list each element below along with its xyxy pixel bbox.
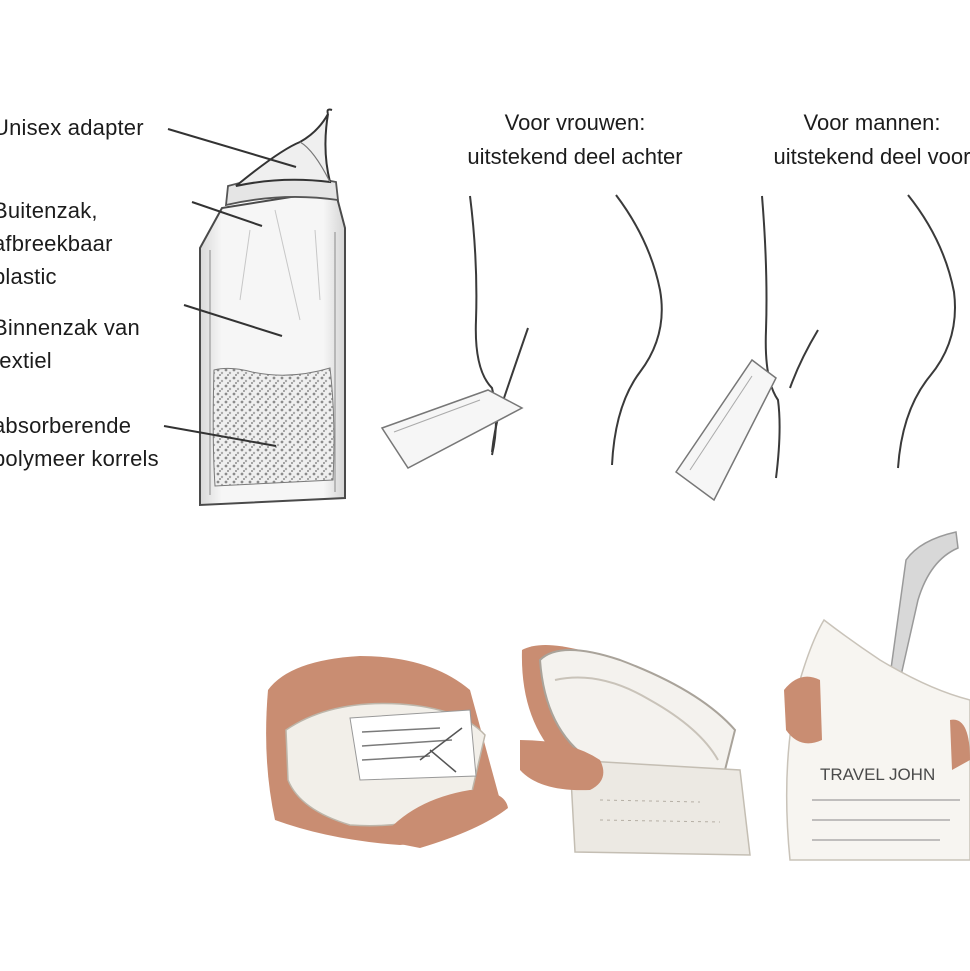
women-silhouette bbox=[380, 194, 663, 469]
bag-cross-section bbox=[199, 108, 346, 507]
label-granules: absorberende polymeer korrels bbox=[0, 413, 159, 471]
bag-print-text: TRAVEL JOHN bbox=[820, 765, 935, 784]
caption-women: Voor vrouwen: uitstekend deel achter bbox=[467, 110, 683, 169]
leader-lines bbox=[163, 128, 297, 447]
photo-hand-folded-bag bbox=[266, 656, 508, 848]
label-inner-bag: Binnenzak van textiel bbox=[0, 315, 140, 373]
photo-upright-bag: TRAVEL JOHN bbox=[784, 531, 970, 861]
label-outer-bag: Buitenzak, afbreekbaar plastic bbox=[0, 198, 113, 289]
label-adapter: Unisex adapter bbox=[0, 115, 144, 140]
men-silhouette bbox=[674, 194, 956, 502]
caption-men: Voor mannen: uitstekend deel voor bbox=[773, 110, 970, 169]
photo-bag-funnel bbox=[520, 645, 751, 856]
